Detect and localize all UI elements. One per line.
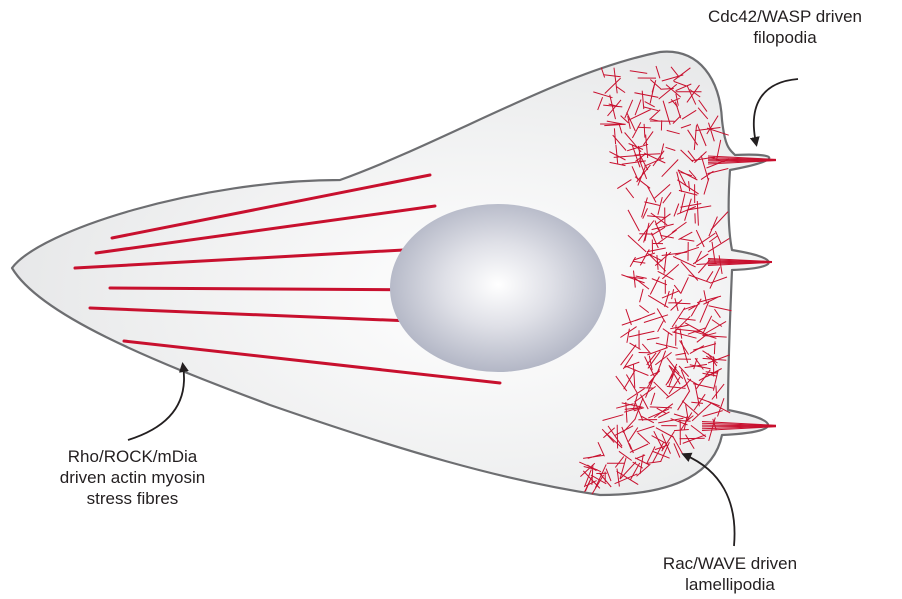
label-stress-fibres-line-3: stress fibres <box>5 488 260 509</box>
nucleus <box>390 204 606 372</box>
cell-body <box>12 52 769 495</box>
label-lamellipodia: Rac/WAVE driven lamellipodia <box>625 553 835 595</box>
arrow-filopodia <box>754 79 798 143</box>
arrow-stress-fibres <box>128 366 184 440</box>
actin-filament <box>714 341 715 354</box>
label-filopodia-line-2: filopodia <box>680 27 890 48</box>
label-stress-fibres: Rho/ROCK/mDia driven actin myosin stress… <box>5 446 260 509</box>
actin-filament <box>639 388 653 389</box>
actin-filament <box>638 127 651 128</box>
label-lamellipodia-line-1: Rac/WAVE driven <box>625 553 835 574</box>
label-lamellipodia-line-2: lamellipodia <box>625 574 835 595</box>
actin-filament <box>680 438 705 439</box>
actin-filament <box>679 421 691 422</box>
label-filopodia: Cdc42/WASP driven filopodia <box>680 6 890 48</box>
label-stress-fibres-line-1: Rho/ROCK/mDia <box>5 446 260 467</box>
label-filopodia-line-1: Cdc42/WASP driven <box>680 6 890 27</box>
label-stress-fibres-line-2: driven actin myosin <box>5 467 260 488</box>
